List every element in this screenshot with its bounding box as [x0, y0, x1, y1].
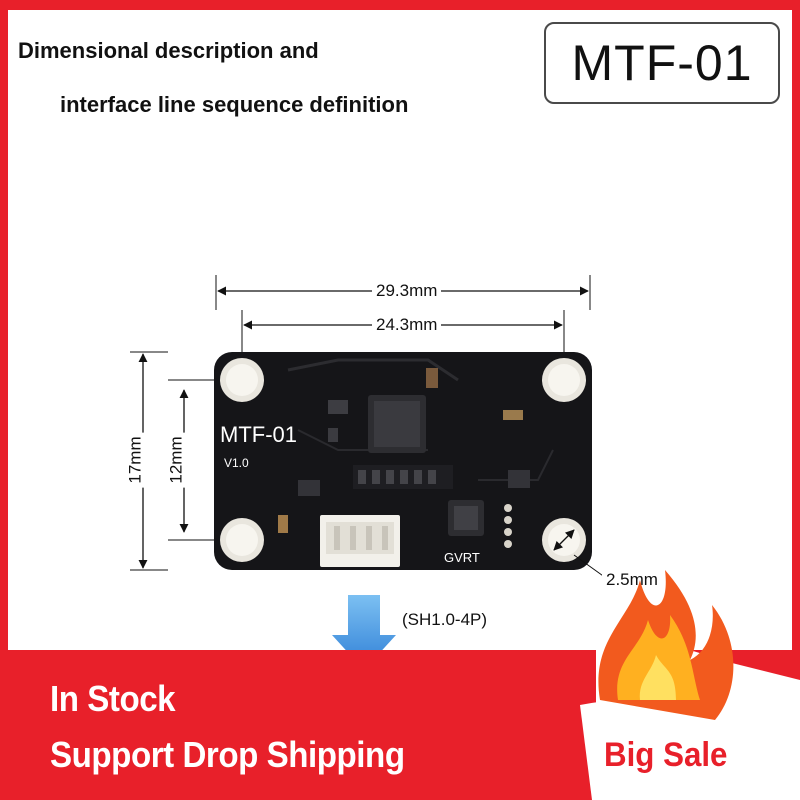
big-sale-label: Big Sale — [604, 736, 728, 774]
pinout-table: D 5V R T — [200, 672, 520, 712]
title-line-2: interface line sequence definition — [60, 92, 409, 117]
pin-cell: T — [439, 673, 519, 711]
pcb-board — [214, 352, 592, 570]
pin-cell: D — [234, 687, 247, 704]
pcb-model-label: MTF-01 — [220, 422, 297, 447]
pcb-maker-label: GVRT — [444, 550, 480, 565]
model-name: MTF-01 — [571, 35, 753, 91]
hole-diameter-label: 2.5mm — [602, 570, 662, 590]
inner-width-label: 24.3mm — [372, 315, 442, 335]
outer-width-label: 29.3mm — [372, 281, 442, 301]
model-badge: MTF-01 — [544, 22, 780, 104]
dimension-drawing — [130, 275, 607, 650]
title-line-1: Dimensional description and — [18, 38, 319, 63]
pin-cell: 5V — [279, 673, 360, 711]
pin-cell: R — [359, 673, 440, 711]
in-stock-label: In Stock — [50, 678, 176, 719]
product-image-area: Dimensional description and interface li… — [8, 10, 792, 650]
inner-height-label: 12mm — [166, 432, 187, 488]
down-arrow — [332, 595, 396, 650]
drop-shipping-label: Support Drop Shipping — [50, 734, 405, 775]
hole-diameter-line — [553, 529, 575, 551]
outer-height-label: 17mm — [125, 432, 146, 488]
connector-label: (SH1.0-4P) — [402, 610, 488, 629]
pcb-version-label: V1.0 — [224, 456, 249, 470]
